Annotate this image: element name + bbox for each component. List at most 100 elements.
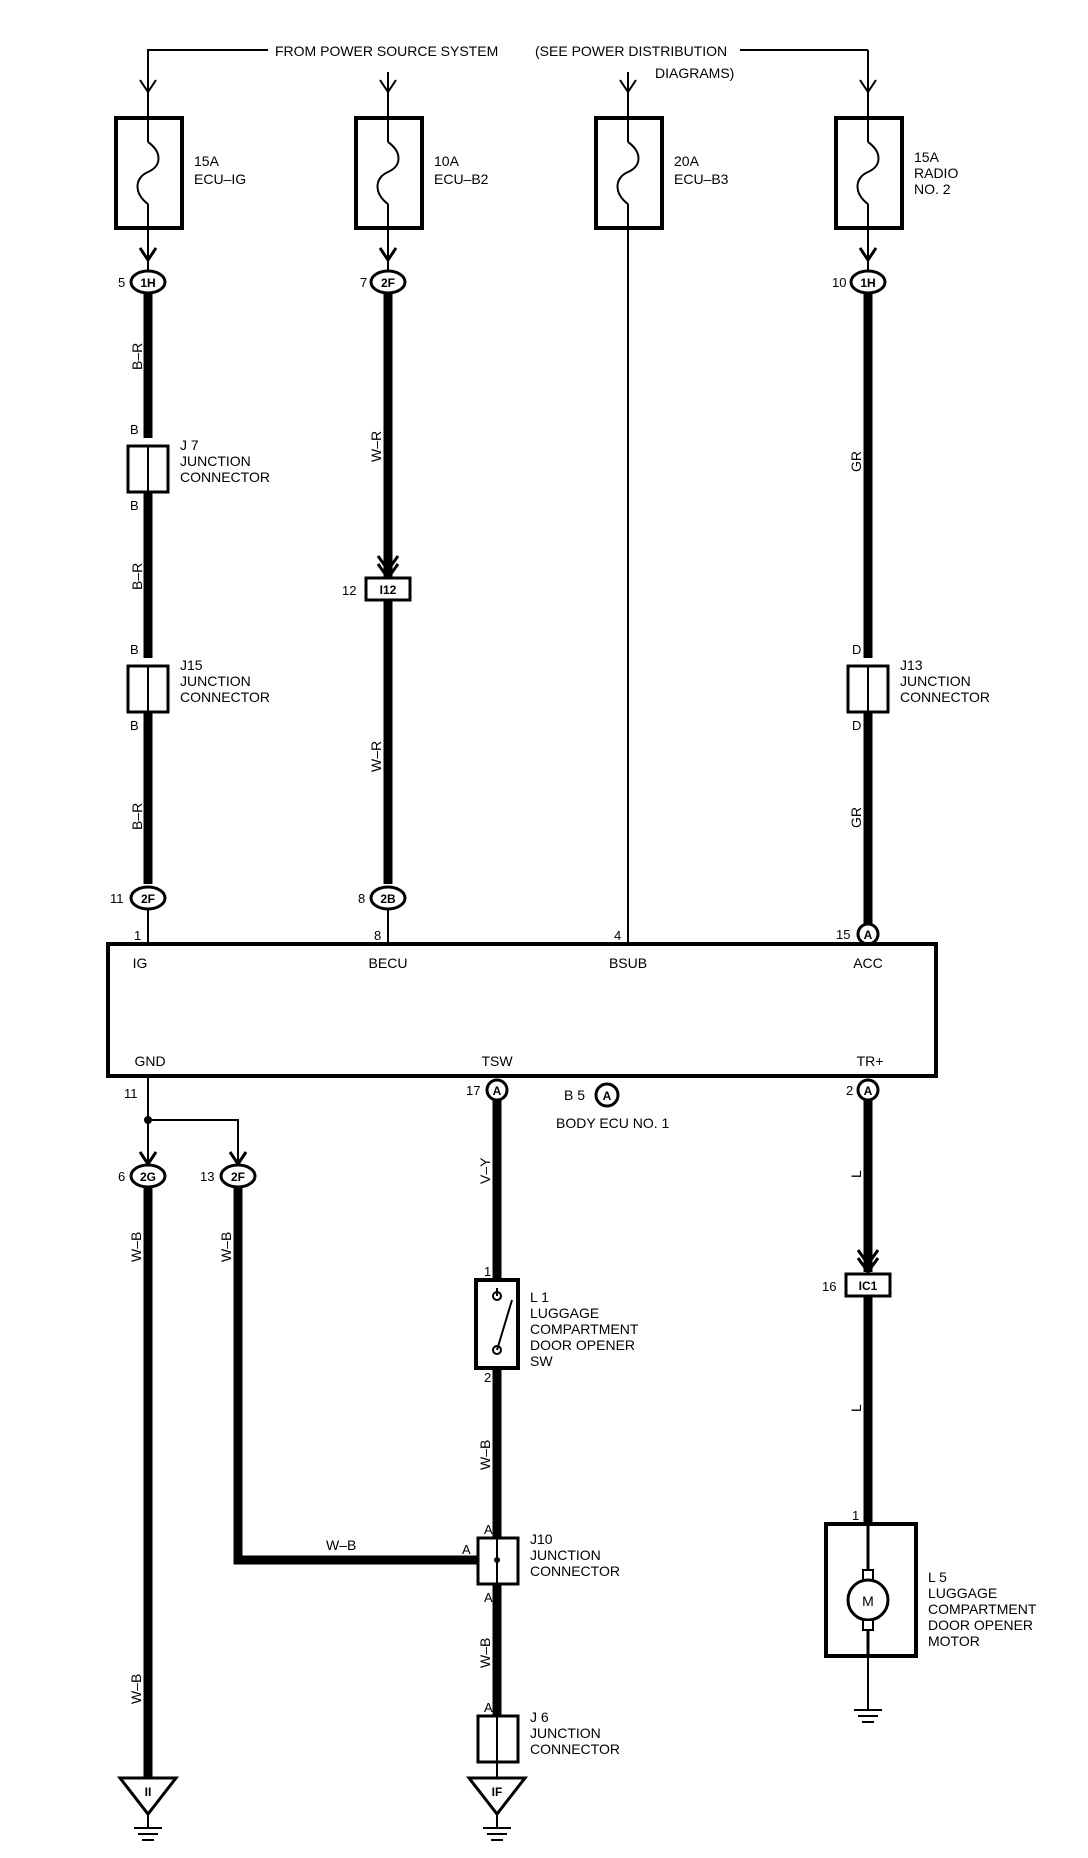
ecu-code: B 5: [564, 1087, 585, 1103]
connector-2b: [369, 885, 407, 911]
junction-label: CONNECTOR: [530, 1563, 620, 1579]
connector-2f: [219, 1163, 257, 1189]
fuse-amp: 10A: [434, 153, 460, 169]
pin-number: 16: [822, 1279, 836, 1294]
connector-code: 1H: [860, 276, 875, 290]
connector-1h: [849, 269, 887, 295]
wire-color: W–B: [128, 1674, 144, 1704]
junction-label: CONNECTOR: [180, 469, 270, 485]
junction-label: CONNECTOR: [530, 1741, 620, 1757]
wire-color: W–B: [326, 1537, 356, 1553]
ecu-code-conn: A: [603, 1089, 612, 1103]
fuse-amp: 15A: [914, 149, 940, 165]
wire-color: GR: [848, 807, 864, 828]
motor-label: L 5: [928, 1569, 947, 1585]
ground-code: IF: [492, 1785, 503, 1799]
junction-label: J 6: [530, 1709, 549, 1725]
connector-1h: [129, 269, 167, 295]
inline-connector-i12: [364, 576, 412, 602]
fuse-arrows: [138, 228, 878, 270]
junction-label: CONNECTOR: [900, 689, 990, 705]
ecu-terminal-becu: BECU: [369, 955, 408, 971]
connector-code: 2B: [380, 892, 396, 906]
junction-pin: A: [484, 1700, 493, 1715]
wire-color: B–R: [129, 563, 145, 590]
circuit-tsw: A 17 V–Y 1 2 L 1 LUGGAGE COMPARTMENT DOO…: [462, 1078, 639, 1841]
fuse-name: ECU–IG: [194, 171, 246, 187]
junction-pin: A: [462, 1542, 471, 1557]
junction-pin: A: [484, 1522, 493, 1537]
ecu-terminal-tr: TR+: [857, 1053, 884, 1069]
power-source-header: FROM POWER SOURCE SYSTEM (SEE POWER DIST…: [139, 43, 877, 94]
connector-2g: [129, 1163, 167, 1189]
motor-m-label: M: [862, 1593, 874, 1609]
pin-number: 2: [846, 1083, 853, 1098]
pin-number: 12: [342, 583, 356, 598]
pin-number: 10: [832, 275, 846, 290]
pin-number: 8: [358, 891, 365, 906]
junction-pin: D: [852, 718, 861, 733]
circuit-becu: 2F 7 W–R I12 12 W–R 2B 8 8: [342, 269, 412, 944]
ground-point-if: [465, 1776, 529, 1817]
body-ecu: IG BECU BSUB ACC GND TSW TR+: [106, 942, 938, 1078]
junction-label: JUNCTION: [180, 453, 251, 469]
pin-number: 11: [110, 891, 124, 906]
wire-color: W–B: [218, 1232, 234, 1262]
fuse-name: ECU–B2: [434, 171, 489, 187]
header-text-3: DIAGRAMS): [655, 65, 734, 81]
pin-number: 8: [374, 928, 381, 943]
wire-color: W–B: [128, 1232, 144, 1262]
motor-label: LUGGAGE: [928, 1585, 997, 1601]
switch-label: SW: [530, 1353, 553, 1369]
circuit-gnd: 11 2G 6 2F 13 W–B W–B W–B W–B II: [116, 1076, 478, 1841]
header-text: FROM POWER SOURCE SYSTEM: [275, 43, 498, 59]
junction-pin: B: [130, 642, 139, 657]
junction-pin: B: [130, 718, 139, 733]
junction-label: JUNCTION: [530, 1547, 601, 1563]
junction-label: J 7: [180, 437, 199, 453]
circuit-bsub: 4: [614, 228, 629, 944]
fuse-ecu-ig: 15A ECU–IG: [114, 90, 246, 230]
motor-label: MOTOR: [928, 1633, 980, 1649]
fuse-name-2: NO. 2: [914, 181, 951, 197]
switch-label: L 1: [530, 1289, 549, 1305]
fuse-name: RADIO: [914, 165, 958, 181]
pin-number: 13: [200, 1169, 214, 1184]
junction-label: JUNCTION: [180, 673, 251, 689]
junction-pin: B: [130, 422, 139, 437]
connector-code: 2G: [140, 1170, 156, 1184]
junction-label: JUNCTION: [900, 673, 971, 689]
fuse-ecu-b2: 10A ECU–B2: [354, 90, 489, 230]
wire-color: B–R: [129, 343, 145, 370]
pin-number: 7: [360, 275, 367, 290]
pin-number: 5: [118, 275, 125, 290]
junction-label: J13: [900, 657, 923, 673]
junction-label: CONNECTOR: [180, 689, 270, 705]
fuse-radio-no2: 15A RADIO NO. 2: [834, 90, 958, 230]
connector-code: I12: [380, 583, 397, 597]
pin-number: 4: [614, 928, 621, 943]
ecu-terminal-acc: ACC: [853, 955, 883, 971]
ecu-terminal-bsub: BSUB: [609, 955, 647, 971]
wire-color: W–B: [477, 1440, 493, 1470]
fuse-ecu-b3: 20A ECU–B3: [594, 90, 729, 230]
connector-code: A: [864, 928, 873, 942]
circuit-acc: 1H 10 GR D D J13 JUNCTION CONNECTOR GR A…: [832, 269, 990, 946]
connector-code: 2F: [231, 1170, 245, 1184]
junction-pin: D: [852, 642, 861, 657]
switch-label: LUGGAGE: [530, 1305, 599, 1321]
pin-number: 1: [134, 928, 141, 943]
circuit-ig: 1H 5 B–R B B J 7 JUNCTION CONNECTOR B–R …: [110, 269, 270, 944]
wire-color: V–Y: [477, 1157, 493, 1184]
circuit-tr: A 2 L IC1 16 L 1 M L 5 LUGGAGE COMPARTME…: [822, 1078, 1037, 1723]
junction-pin: A: [484, 1590, 493, 1605]
connector-2f: [129, 885, 167, 911]
wire-color: W–R: [368, 431, 384, 462]
fuse-name: ECU–B3: [674, 171, 729, 187]
ecu-terminal-gnd: GND: [134, 1053, 165, 1069]
wire-color: L: [848, 1170, 864, 1178]
motor-label: DOOR OPENER: [928, 1617, 1033, 1633]
pin-number: 17: [466, 1083, 480, 1098]
connector-code: A: [864, 1084, 873, 1098]
